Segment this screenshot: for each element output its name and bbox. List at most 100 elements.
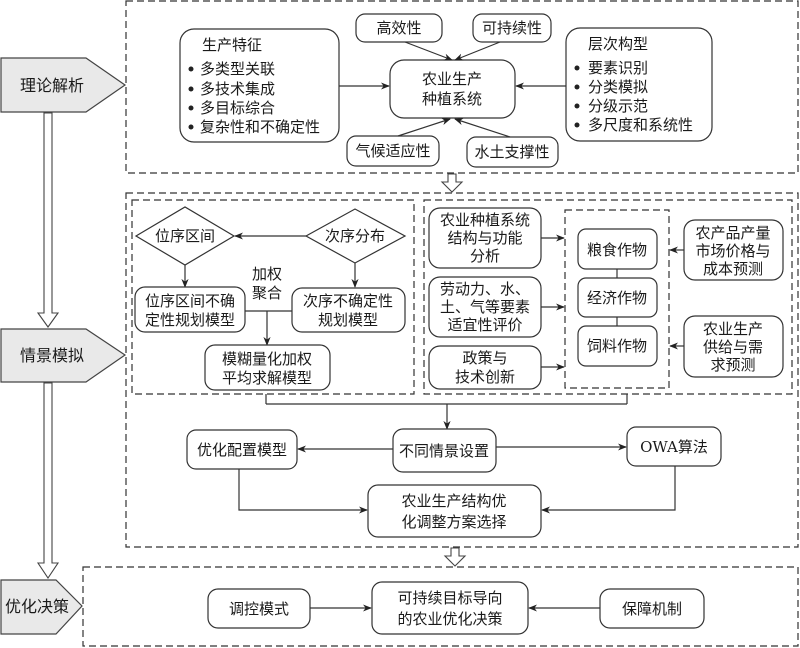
result-box: 农业生产结构优 化调整方案选择 [367,484,542,538]
fuzzy-owa-model-box: 模糊量化加权 平均求解模型 [204,344,331,391]
model-left-line2: 定性规划模型 [145,311,235,329]
stage-theory-label: 理论解析 [20,76,84,95]
model-left-line1: 位序区间不确 [145,292,235,310]
model-bottom-line1: 模糊量化加权 [222,350,312,368]
input1-line3: 分析 [470,247,500,265]
hierarchy-item: 多尺度和系统性 [588,116,693,134]
aggregation-connector [245,310,292,346]
forecast1-line2: 市场价格与 [695,242,770,260]
center-line2: 种植系统 [422,90,482,108]
center-line1: 农业生产 [422,70,482,88]
crop-economic-label: 经济作物 [587,289,647,307]
regulation-mode-box: 调控模式 [207,588,311,629]
hierarchy-title: 层次构型 [588,35,648,53]
diamond-order-distribution: 次序分布 [304,208,407,264]
stage-arrow-2 [36,382,60,579]
top-box-sustainability: 可持续性 [472,13,552,43]
crop-grain-label: 粮食作物 [587,241,647,259]
crop-forage-label: 饲料作物 [587,337,647,355]
model-right-line2: 规划模型 [318,311,378,329]
stage-simulation: 情景模拟 [0,328,127,383]
bottom-box-climate: 气候适应性 [346,135,440,167]
input-arrows [541,234,565,371]
stage-theory: 理论解析 [0,57,127,113]
input-box-suitability: 劳动力、水、 土、气等要素 适宜性评价 [428,276,542,338]
theory-arrows [339,41,566,138]
hierarchy-box: 层次构型 要素识别 分类模拟 分级示范 多尺度和系统性 [565,27,713,142]
diamond-rank-interval: 位序区间 [134,206,236,266]
input2-line1: 劳动力、水、 [440,280,530,298]
result-line2: 化调整方案选择 [401,513,506,531]
forecast2-line1: 农业生产 [703,320,763,338]
bottom-box-water-soil: 水土支撑性 [466,136,559,168]
scenario-arrows [238,443,676,514]
order-distribution-label: 次序分布 [325,227,385,245]
merge-connector [265,394,628,430]
input3-line2: 技术创新 [455,368,515,386]
efficiency-label: 高效性 [376,19,421,37]
crop-subsection [423,199,793,395]
decision-center-line1: 可持续目标导向 [397,589,502,607]
water-soil-label: 水土支撑性 [474,143,549,161]
stage-decision: 优化决策 [0,579,83,635]
stage-arrow-1 [36,112,60,328]
forecast2-line3: 求预测 [710,356,755,374]
model-bottom-line2: 平均求解模型 [222,369,312,387]
input2-line2: 土、气等要素 [440,298,530,316]
aggregation-label-1: 加权 [252,265,282,283]
stage-simulation-label: 情景模拟 [20,346,84,365]
top-box-efficiency: 高效性 [355,13,443,43]
feature-item: 复杂性和不确定性 [200,118,320,136]
section-arrow-1 [440,173,464,193]
sustainability-label: 可持续性 [482,19,542,37]
climate-label: 气候适应性 [355,142,430,160]
crop-box-grain: 粮食作物 [577,228,658,270]
input1-line2: 结构与功能 [447,229,522,247]
theory-section [125,0,799,174]
stage-decision-label: 优化决策 [5,597,69,616]
opt-model-box: 优化配置模型 [186,429,298,470]
forecast-box-price: 农产品产量 市场价格与 成本预测 [683,219,784,281]
decision-center-line2: 的农业优化决策 [397,610,502,628]
crop-box-economic: 经济作物 [577,277,658,318]
decision-center-box: 可持续目标导向 的农业优化决策 [371,581,529,635]
aggregation-label-2: 聚合 [252,284,282,302]
crop-box-forage: 饲料作物 [577,325,658,367]
guarantee-mechanism-box: 保障机制 [599,588,705,629]
production-features-title: 生产特征 [202,36,262,54]
forecast-arrows [669,246,684,350]
input-box-policy: 政策与 技术创新 [428,345,542,390]
hierarchy-item: 分级示范 [588,97,648,115]
input-box-structure: 农业种植系统 结构与功能 分析 [428,207,542,269]
decision-section [82,566,799,647]
hierarchy-item: 要素识别 [588,59,648,77]
crops-group [564,209,670,389]
owa-box: OWA算法 [626,426,722,467]
feature-item: 多类型关联 [200,60,275,78]
feature-item: 多技术集成 [200,80,275,98]
model-right-line1: 次序不确定性 [303,292,393,310]
scenario-label: 不同情景设置 [399,442,489,460]
simulation-section [125,192,799,548]
input1-line1: 农业种植系统 [440,211,530,229]
input3-line1: 政策与 [462,349,507,367]
owa-label: OWA算法 [640,438,708,456]
regulation-mode-label: 调控模式 [229,600,289,618]
guarantee-mechanism-label: 保障机制 [622,600,682,618]
result-line1: 农业生产结构优 [401,492,506,510]
scenario-box: 不同情景设置 [392,428,497,473]
production-features-box: 生产特征 多类型关联 多技术集成 多目标综合 复杂性和不确定性 [179,28,340,143]
rank-interval-model-box: 位序区间不确 定性规划模型 [134,286,246,333]
section-arrow-2 [443,547,467,567]
input2-line3: 适宜性评价 [447,316,522,334]
hierarchy-item: 分类模拟 [588,78,648,96]
forecast1-line3: 成本预测 [703,260,763,278]
center-system-box: 农业生产 种植系统 [389,59,516,119]
rank-interval-label: 位序区间 [155,227,215,245]
uncertainty-subsection [131,199,415,395]
feature-item: 多目标综合 [200,99,275,117]
forecast1-line1: 农产品产量 [695,224,770,242]
opt-model-label: 优化配置模型 [197,441,287,459]
forecast2-line2: 供给与需 [703,338,763,356]
order-uncertainty-model-box: 次序不确定性 规划模型 [291,287,406,333]
